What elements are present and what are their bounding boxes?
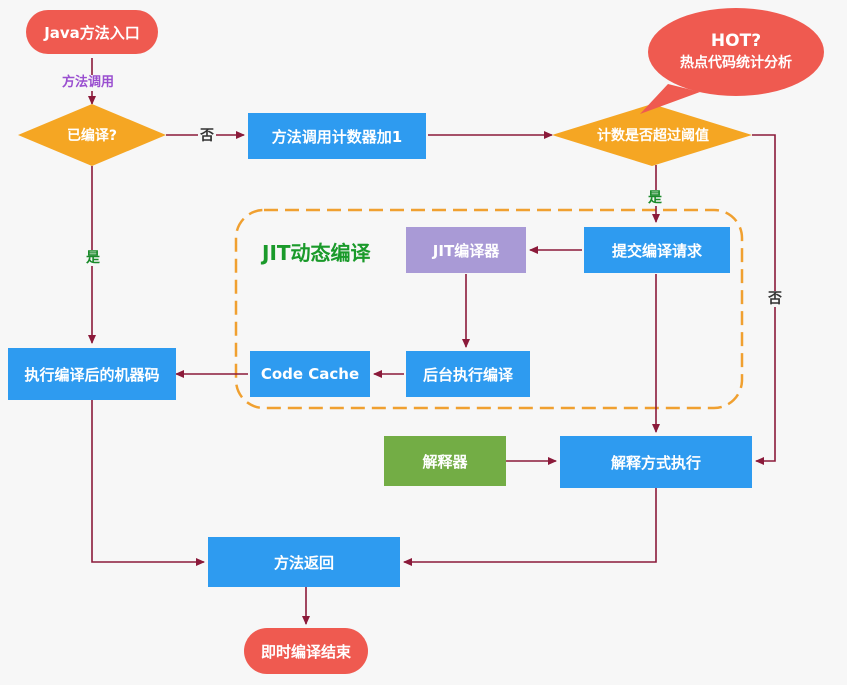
edge-label-no-1: 否 <box>198 128 216 144</box>
exec-compiled-node: 执行编译后的机器码 <box>8 348 176 400</box>
interpret-exec-node: 解释方式执行 <box>560 436 752 488</box>
jit-region-border <box>234 208 744 410</box>
interpreter-node: 解释器 <box>384 436 506 486</box>
threshold-check-diamond <box>552 104 752 166</box>
exec-compiled-label: 执行编译后的机器码 <box>24 365 160 384</box>
method-return-node: 方法返回 <box>208 537 400 587</box>
start-node: Java方法入口 <box>26 10 158 54</box>
hot-bubble-tail <box>640 84 700 114</box>
start-node-label: Java方法入口 <box>44 23 140 42</box>
method-call-label: 方法调用 <box>60 75 117 91</box>
edge-label-yes-2: 是 <box>646 190 664 206</box>
interpreter-label: 解释器 <box>422 452 468 471</box>
hot-subtitle: 热点代码统计分析 <box>680 55 792 71</box>
edge-interpret-to-return <box>403 488 657 566</box>
method-return-label: 方法返回 <box>273 553 334 572</box>
jit-region-title: JIT动态编译 <box>262 241 371 265</box>
counter-add-label: 方法调用计数器加1 <box>271 127 403 146</box>
interpret-exec-label: 解释方式执行 <box>610 453 701 472</box>
code-cache-label: Code Cache <box>260 365 360 383</box>
hot-title: HOT? <box>710 31 762 51</box>
end-node-label: 即时编译结束 <box>260 642 351 661</box>
threshold-check-label: 计数是否超过阈值 <box>597 128 709 144</box>
edge-label-yes-1: 是 <box>84 250 102 266</box>
end-node: 即时编译结束 <box>244 628 368 674</box>
hot-bubble: HOT? 热点代码统计分析 <box>648 8 824 96</box>
background-compile-node: 后台执行编译 <box>406 351 530 397</box>
compiled-check-label: 已编译? <box>66 128 118 144</box>
edge-exec-to-return <box>91 400 205 566</box>
compiled-check-diamond <box>18 104 166 166</box>
counter-add-node: 方法调用计数器加1 <box>248 113 426 159</box>
jit-compiler-node: JIT编译器 <box>406 227 526 273</box>
code-cache-node: Code Cache <box>250 351 370 397</box>
edge-label-no-2: 否 <box>766 291 784 307</box>
submit-request-node: 提交编译请求 <box>584 227 730 273</box>
submit-request-label: 提交编译请求 <box>611 241 702 260</box>
jit-compiler-label: JIT编译器 <box>432 241 500 260</box>
background-compile-label: 后台执行编译 <box>422 365 513 384</box>
